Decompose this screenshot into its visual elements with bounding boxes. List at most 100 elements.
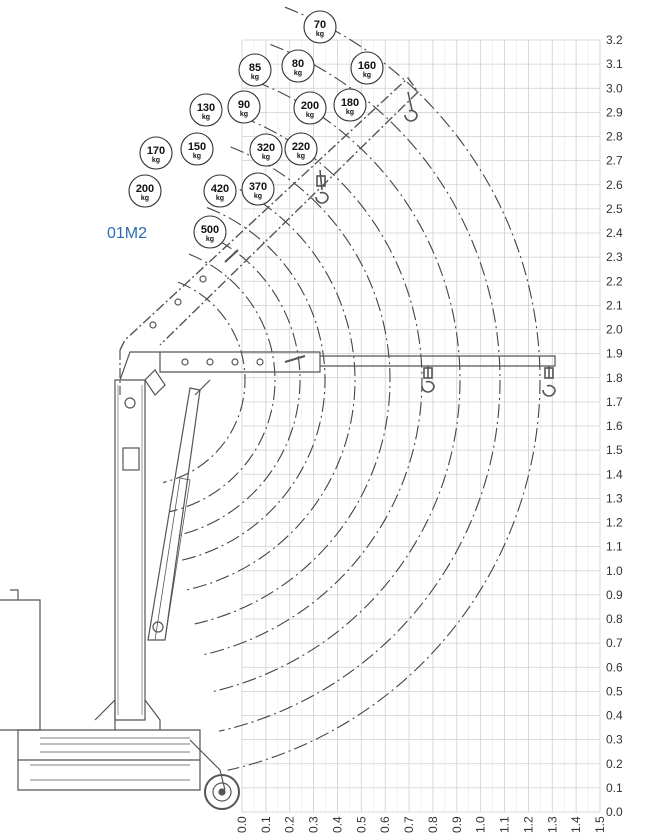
- radius-arc: [180, 207, 326, 562]
- load-unit: kg: [254, 193, 262, 200]
- hook-icon: [542, 366, 556, 397]
- wheel-icon: [204, 774, 240, 810]
- x-tick-label: 0.3: [307, 816, 321, 833]
- y-tick-label: 0.7: [606, 636, 623, 650]
- x-tick-label: 0.2: [283, 816, 297, 833]
- x-tick-label: 1.5: [593, 816, 607, 833]
- raised-boom: [119, 76, 419, 351]
- x-tick-label: 1.4: [569, 816, 583, 833]
- y-tick-label: 0.1: [606, 781, 623, 795]
- load-bubble-circle: [128, 174, 162, 208]
- load-unit: kg: [306, 112, 314, 119]
- y-tick-label: 2.8: [606, 130, 623, 144]
- load-value: 90: [238, 99, 250, 111]
- y-tick-label: 2.1: [606, 298, 623, 312]
- y-tick-label: 1.1: [606, 540, 623, 554]
- load-bubble-circle: [281, 49, 315, 83]
- x-tick-label: 0.4: [330, 816, 344, 833]
- horizontal-boom: [159, 351, 321, 373]
- load-value: 160: [358, 60, 376, 72]
- y-tick-label: 0.3: [606, 733, 623, 747]
- y-tick-label: 2.3: [606, 250, 623, 264]
- y-tick-label: 2.2: [606, 274, 623, 288]
- load-unit: kg: [216, 195, 224, 202]
- crane-base: [17, 729, 201, 761]
- x-tick-label: 0.1: [259, 816, 273, 833]
- y-tick-label: 1.8: [606, 371, 623, 385]
- load-bubble-circle: [249, 133, 283, 167]
- load-unit: kg: [297, 153, 305, 160]
- load-unit: kg: [294, 70, 302, 77]
- y-tick-label: 2.9: [606, 105, 623, 119]
- load-value: 150: [188, 141, 206, 153]
- y-tick-label: 3.0: [606, 81, 623, 95]
- load-value: 130: [197, 102, 215, 114]
- load-value: 80: [292, 58, 304, 70]
- load-value: 200: [136, 183, 154, 195]
- hook-icon: [315, 169, 329, 204]
- radius-arc: [169, 253, 276, 513]
- load-bubble-circle: [293, 91, 327, 125]
- load-bubble-circle: [241, 172, 275, 206]
- load-bubble-circle: [227, 90, 261, 124]
- y-tick-label: 0.6: [606, 660, 623, 674]
- y-axis-ticks: 0.00.10.20.30.40.50.60.70.80.91.01.11.21…: [606, 33, 623, 819]
- radius-arc: [209, 81, 461, 693]
- y-tick-label: 0.4: [606, 709, 623, 723]
- crane-illustration: [0, 76, 556, 810]
- y-tick-label: 2.5: [606, 202, 623, 216]
- load-value: 420: [211, 183, 229, 195]
- y-tick-label: 0.5: [606, 684, 623, 698]
- x-tick-label: 0.7: [402, 816, 416, 833]
- load-bubble-circle: [350, 51, 384, 85]
- y-tick-label: 0.0: [606, 805, 623, 819]
- load-bubble-circle: [189, 93, 223, 127]
- x-tick-label: 1.1: [498, 816, 512, 833]
- radius-arc: [218, 43, 501, 732]
- x-tick-label: 0.5: [354, 816, 368, 833]
- x-tick-label: 0.9: [450, 816, 464, 833]
- load-bubble-circle: [303, 10, 337, 44]
- load-bubble-circle: [193, 215, 227, 249]
- x-tick-label: 0.0: [235, 816, 249, 833]
- y-tick-label: 1.6: [606, 419, 623, 433]
- radius-arc: [227, 6, 541, 771]
- y-tick-label: 2.0: [606, 323, 623, 337]
- y-tick-label: 2.7: [606, 154, 623, 168]
- y-tick-label: 1.4: [606, 467, 623, 481]
- load-bubbles: 70kg85kg80kg160kg130kg90kg200kg180kg170k…: [128, 10, 384, 249]
- y-tick-label: 2.4: [606, 226, 623, 240]
- load-bubble-circle: [238, 53, 272, 87]
- load-unit: kg: [193, 153, 201, 160]
- y-tick-label: 1.7: [606, 395, 623, 409]
- hydraulic-cylinder: [147, 387, 201, 641]
- load-unit: kg: [240, 111, 248, 118]
- radius-arc: [162, 281, 246, 483]
- load-unit: kg: [202, 114, 210, 121]
- load-bubble-circle: [203, 174, 237, 208]
- x-tick-label: 0.8: [426, 816, 440, 833]
- load-value: 180: [341, 97, 359, 109]
- y-tick-label: 3.2: [606, 33, 623, 47]
- y-tick-label: 1.5: [606, 443, 623, 457]
- hook-icon: [421, 366, 435, 393]
- y-tick-label: 0.9: [606, 588, 623, 602]
- radius-arc: [186, 179, 356, 591]
- y-tick-label: 1.0: [606, 564, 623, 578]
- y-tick-label: 0.2: [606, 757, 623, 771]
- load-value: 85: [249, 62, 261, 74]
- radius-arc: [174, 230, 301, 537]
